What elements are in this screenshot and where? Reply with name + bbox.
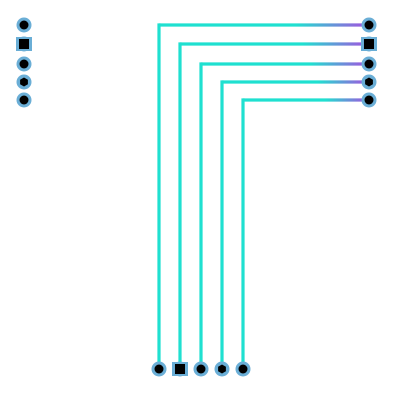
left-terminal-2 [16, 36, 32, 52]
terminal-circle-core [19, 20, 29, 30]
terminal-circle-core [364, 59, 374, 69]
bottom-terminal-3 [193, 361, 209, 377]
right-terminal-3 [361, 56, 377, 72]
terminal-circle-core [196, 364, 206, 374]
terminal-hexagon-core [365, 77, 373, 87]
bottom-terminal-2 [172, 361, 188, 377]
terminal-circle-core [19, 95, 29, 105]
terminal-hexagon-core [218, 364, 226, 374]
terminal-circle-core [364, 20, 374, 30]
terminal-circle-core [364, 95, 374, 105]
right-terminal-4 [361, 74, 377, 90]
terminal-square-core [175, 364, 185, 374]
right-terminal-1 [361, 17, 377, 33]
terminals [16, 17, 377, 377]
bottom-terminal-1 [151, 361, 167, 377]
left-stub-traces [24, 23, 150, 102]
terminal-hexagon-core [20, 77, 28, 87]
terminal-square-core [19, 39, 29, 49]
right-terminal-5 [361, 92, 377, 108]
left-terminal-3 [16, 56, 32, 72]
right-terminal-2 [361, 36, 377, 52]
terminal-circle-core [238, 364, 248, 374]
terminal-circle-core [154, 364, 164, 374]
bottom-terminal-5 [235, 361, 251, 377]
left-terminal-1 [16, 17, 32, 33]
terminal-square-core [364, 39, 374, 49]
terminal-circle-core [19, 59, 29, 69]
left-terminal-4 [16, 74, 32, 90]
right-routed-traces [157, 23, 369, 371]
left-terminal-5 [16, 92, 32, 108]
bottom-terminal-4 [214, 361, 230, 377]
